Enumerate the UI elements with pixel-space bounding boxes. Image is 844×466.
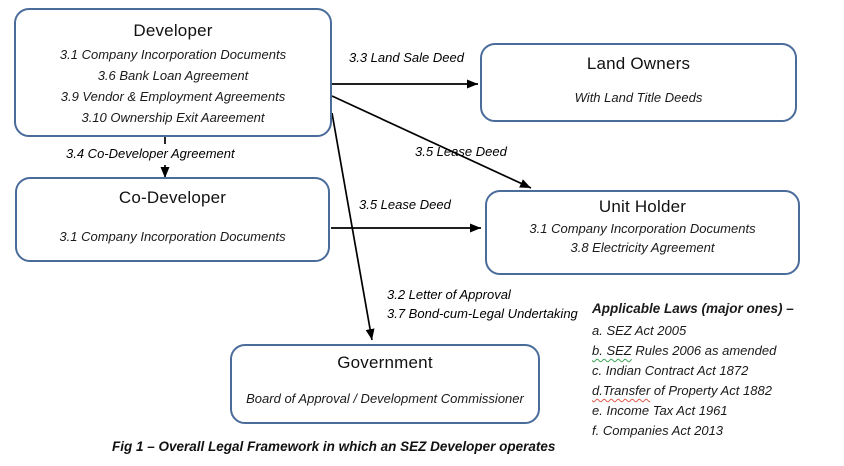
unit-holder-box: Unit Holder 3.1 Company Incorporation Do…	[485, 190, 800, 275]
government-box-title: Government	[337, 353, 433, 372]
figure-caption: Fig 1 – Overall Legal Framework in which…	[112, 439, 556, 454]
law-item: d.Transfer of Property Act 1882	[592, 381, 844, 401]
law-item-text: f. Companies Act 2013	[592, 423, 724, 438]
co-developer-box: Co-Developer 3.1 Company Incorporation D…	[15, 177, 330, 262]
unit-holder-item: 3.8 Electricity Agreement	[570, 240, 715, 255]
law-item: b. SEZ Rules 2006 as amended	[592, 341, 844, 361]
land-owners-box: Land Owners With Land Title Deeds	[480, 43, 797, 122]
edge-label-co-developer-agreement: 3.4 Co-Developer Agreement	[66, 146, 235, 161]
co-developer-box-title: Co-Developer	[118, 188, 227, 207]
edge-label-letter-of-approval: 3.2 Letter of Approval	[387, 287, 511, 302]
law-item: a. SEZ Act 2005	[592, 321, 844, 341]
developer-box-items: 3.1 Company Incorporation Documents 3.6 …	[16, 44, 330, 128]
law-item-text: c. Indian Contract Act 1872	[592, 363, 749, 378]
government-subtitle: Board of Approval / Development Commissi…	[246, 391, 524, 406]
edge-label-lease-deed-co-developer: 3.5 Lease Deed	[359, 197, 451, 212]
law-item-text: Rules 2006 as amended	[631, 343, 777, 358]
edge-label-lease-deed-developer: 3.5 Lease Deed	[415, 144, 507, 159]
co-developer-item: 3.1 Company Incorporation Documents	[59, 229, 286, 244]
law-item-lead: d.Transfer	[592, 383, 651, 398]
law-item: c. Indian Contract Act 1872	[592, 361, 844, 381]
law-item-text: of Property Act 1882	[650, 383, 772, 398]
unit-holder-item: 3.1 Company Incorporation Documents	[529, 221, 756, 236]
arrow-developer-to-government	[331, 112, 375, 341]
law-item: f. Companies Act 2013	[592, 421, 844, 441]
law-item-lead: b. SEZ	[592, 343, 632, 358]
developer-box: Developer 3.1 Company Incorporation Docu…	[14, 8, 332, 137]
law-item: e. Income Tax Act 1961	[592, 401, 844, 421]
law-item-text: a. SEZ Act 2005	[592, 323, 687, 338]
law-item-text: e. Income Tax Act 1961	[592, 403, 728, 418]
government-box: Government Board of Approval / Developme…	[230, 344, 540, 424]
applicable-laws-list: Applicable Laws (major ones) – a. SEZ Ac…	[592, 299, 844, 441]
developer-item: 3.1 Company Incorporation Documents	[59, 47, 287, 62]
edge-label-land-sale-deed: 3.3 Land Sale Deed	[349, 50, 464, 65]
land-owners-subtitle: With Land Title Deeds	[574, 90, 703, 105]
land-owners-box-title: Land Owners	[586, 54, 691, 73]
unit-holder-box-title: Unit Holder	[598, 197, 687, 216]
unit-holder-box-items: 3.1 Company Incorporation Documents 3.8 …	[487, 219, 798, 257]
developer-item: 3.10 Ownership Exit Aareement	[81, 110, 265, 125]
edge-label-bond-cum-legal-undertaking: 3.7 Bond-cum-Legal Undertaking	[387, 306, 578, 321]
developer-box-title: Developer	[133, 21, 213, 40]
arrow-developer-to-unit-holder	[331, 95, 532, 189]
developer-item: 3.6 Bank Loan Agreement	[97, 68, 249, 83]
developer-item: 3.9 Vendor & Employment Agreements	[60, 89, 286, 104]
applicable-laws-title: Applicable Laws (major ones) –	[592, 301, 794, 316]
